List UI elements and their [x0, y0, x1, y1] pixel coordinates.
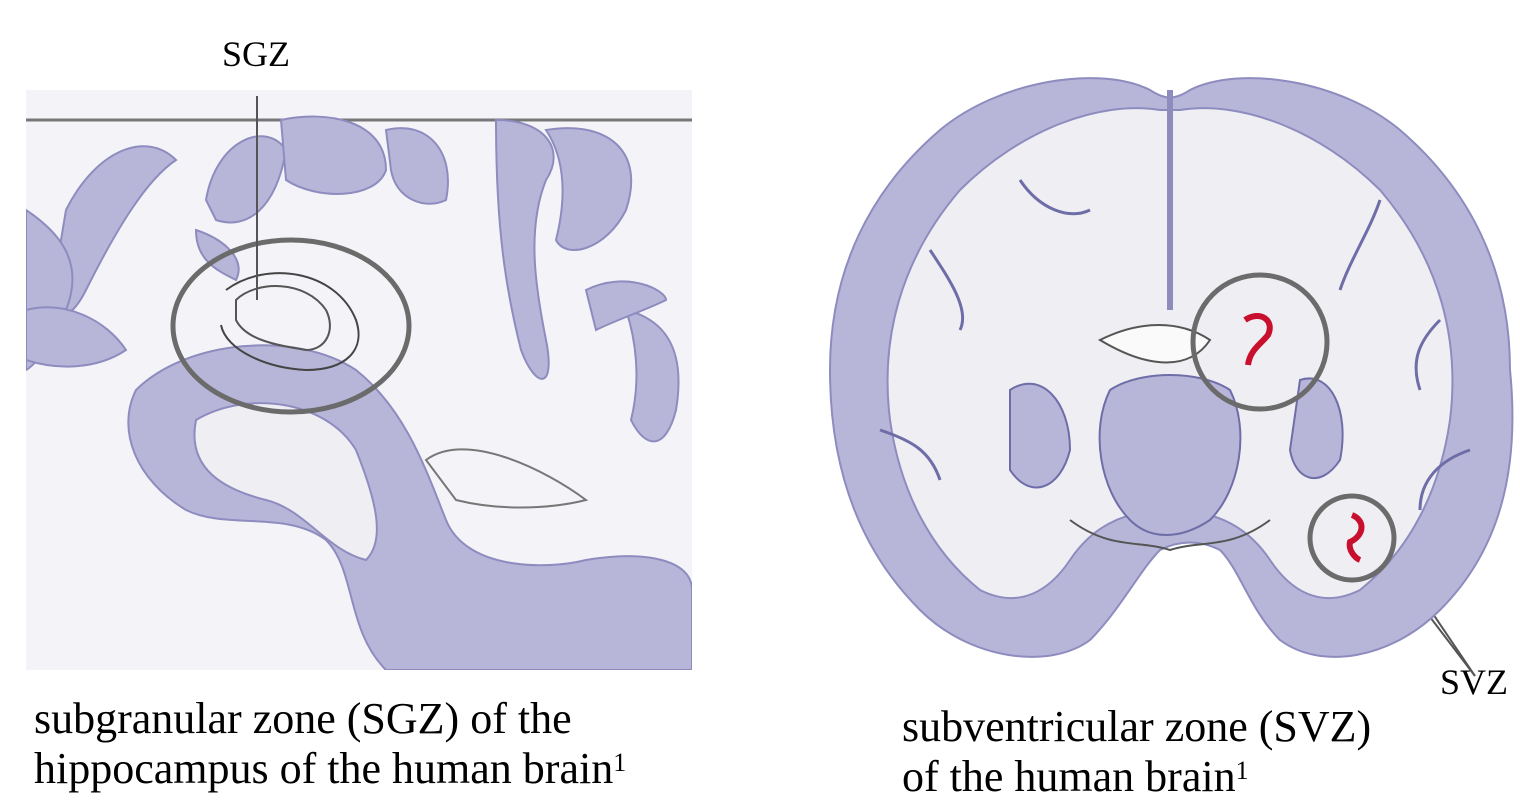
right-caption-line1: subventricular zone (SVZ)	[902, 702, 1371, 752]
right-caption: subventricular zone (SVZ) of the human b…	[902, 702, 1371, 802]
left-caption-line2: hippocampus of the human brain	[34, 744, 613, 793]
left-caption-footnote: 1	[613, 748, 626, 777]
right-caption-line2: of the human brain	[902, 752, 1236, 801]
svz-label: SVZ	[1440, 664, 1508, 700]
left-caption-line1: subgranular zone (SGZ) of the	[34, 694, 626, 744]
coronal-brain-illustration	[820, 70, 1520, 670]
sgz-label: SGZ	[222, 36, 290, 72]
right-caption-footnote: 1	[1236, 756, 1249, 785]
brain-hemispheres	[830, 78, 1512, 657]
right-caption-line2-wrap: of the human brain1	[902, 752, 1371, 802]
left-caption-line2-wrap: hippocampus of the human brain1	[34, 744, 626, 794]
left-caption: subgranular zone (SGZ) of the hippocampu…	[34, 694, 626, 794]
